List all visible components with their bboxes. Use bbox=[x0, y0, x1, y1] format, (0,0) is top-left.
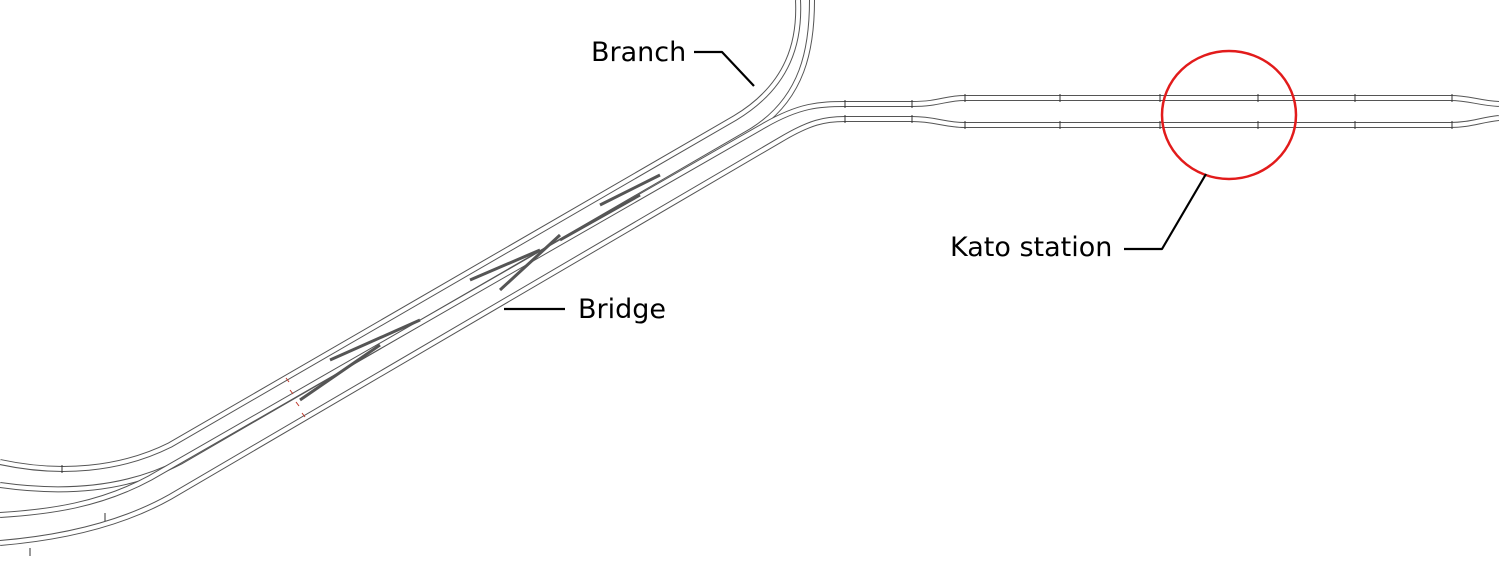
track-group bbox=[0, 0, 1499, 556]
branch-label: Branch bbox=[591, 37, 686, 68]
branch-track-2 bbox=[0, 0, 815, 493]
switch-markers bbox=[285, 377, 306, 418]
main-track-2 bbox=[0, 115, 1499, 546]
station-leader-line bbox=[1124, 173, 1207, 251]
crossover-group bbox=[299, 173, 661, 402]
branch-leader-line bbox=[694, 50, 755, 87]
station-highlight-circle bbox=[1160, 49, 1298, 181]
kato-station-label: Kato station bbox=[950, 232, 1112, 263]
rail-joints bbox=[29, 94, 1453, 556]
bridge-label: Bridge bbox=[578, 294, 666, 325]
branch-track-1 bbox=[0, 0, 802, 472]
